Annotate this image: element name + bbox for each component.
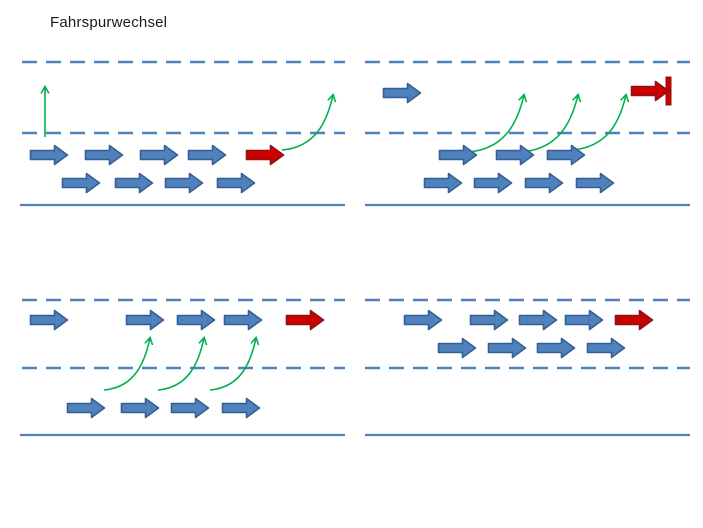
car-arrow-blue bbox=[382, 82, 422, 104]
car-arrow-blue bbox=[495, 144, 535, 166]
car-arrow-blue bbox=[176, 309, 216, 331]
car-arrow-blue bbox=[473, 172, 513, 194]
car-arrow-blue bbox=[564, 309, 604, 331]
car-arrow-blue bbox=[536, 337, 576, 359]
car-arrow-blue bbox=[66, 397, 106, 419]
car-arrow-blue bbox=[403, 309, 443, 331]
lane-change-path bbox=[520, 95, 578, 153]
car-arrow-red bbox=[630, 80, 670, 102]
car-arrow-blue bbox=[164, 172, 204, 194]
car-arrow-blue bbox=[216, 172, 256, 194]
car-arrow-blue bbox=[437, 337, 477, 359]
car-arrow-blue bbox=[575, 172, 615, 194]
car-arrow-blue bbox=[139, 144, 179, 166]
car-arrow-blue bbox=[114, 172, 154, 194]
diagram-content bbox=[20, 60, 690, 437]
car-arrow-blue bbox=[29, 144, 69, 166]
car-arrow-blue bbox=[187, 144, 227, 166]
car-arrow-blue bbox=[170, 397, 210, 419]
car-arrow-blue bbox=[438, 144, 478, 166]
car-arrow-red bbox=[245, 144, 285, 166]
lane-change-path bbox=[281, 95, 333, 151]
car-arrow-blue bbox=[546, 144, 586, 166]
lane-change-path bbox=[209, 338, 256, 391]
car-arrow-blue bbox=[423, 172, 463, 194]
car-arrow-red bbox=[614, 309, 654, 331]
lane-change-path bbox=[571, 95, 626, 151]
car-arrow-blue bbox=[61, 172, 101, 194]
car-arrow-red bbox=[285, 309, 325, 331]
car-arrow-blue bbox=[120, 397, 160, 419]
car-arrow-blue bbox=[125, 309, 165, 331]
car-arrow-blue bbox=[223, 309, 263, 331]
car-arrow-blue bbox=[524, 172, 564, 194]
lane-change-path bbox=[157, 338, 204, 391]
lane-change-path bbox=[103, 338, 150, 391]
car-arrow-blue bbox=[586, 337, 626, 359]
car-arrow-blue bbox=[469, 309, 509, 331]
car-arrow-blue bbox=[29, 309, 69, 331]
car-arrow-blue bbox=[84, 144, 124, 166]
car-arrow-blue bbox=[221, 397, 261, 419]
car-arrow-blue bbox=[487, 337, 527, 359]
car-arrow-blue bbox=[518, 309, 558, 331]
slide-title: Fahrspurwechsel bbox=[50, 14, 168, 31]
lane-change-path bbox=[467, 95, 524, 153]
